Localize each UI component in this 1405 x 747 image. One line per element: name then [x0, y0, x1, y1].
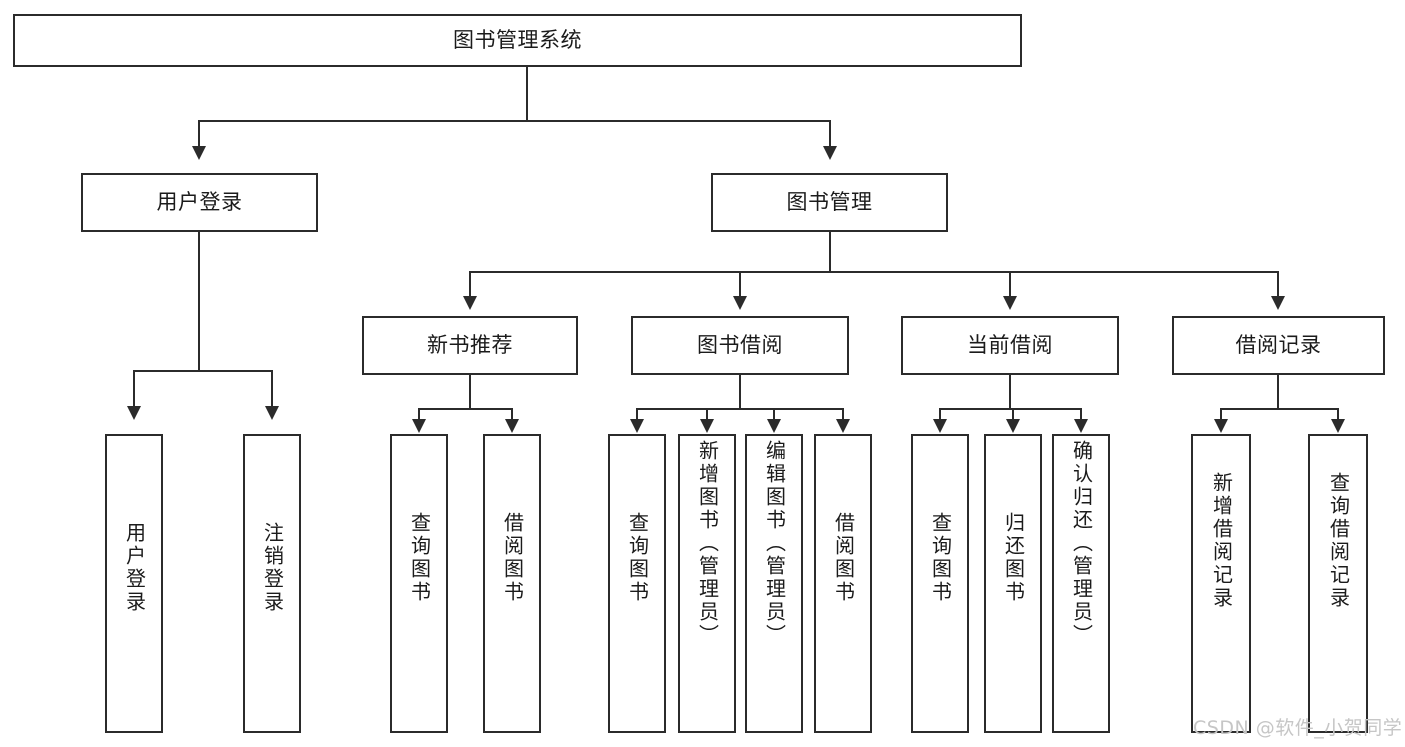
node-new-book-recommend[interactable]: 新书推荐	[362, 316, 578, 375]
connector-current-borrow-stem	[1009, 375, 1011, 409]
node-root-system[interactable]: 图书管理系统	[13, 14, 1022, 67]
connector-user-login-drop-1	[133, 370, 135, 408]
connector-br-drop-1	[1220, 408, 1222, 422]
connector-new-book-rec-stem	[469, 375, 471, 409]
leaf-query-book-current[interactable]: 查询图书	[911, 434, 969, 733]
leaf-user-login[interactable]: 用户登录	[105, 434, 163, 733]
node-label: 新书推荐	[427, 333, 513, 358]
connector-user-login-bus	[133, 370, 272, 372]
node-user-login[interactable]: 用户登录	[81, 173, 318, 232]
arrowhead-leaf-query-book-1	[412, 419, 426, 433]
leaf-query-book-new-rec[interactable]: 查询图书	[390, 434, 448, 733]
connector-nbr-drop-2	[511, 408, 513, 422]
connector-cb-drop-3	[1080, 408, 1082, 422]
arrowhead-leaf-add-book	[700, 419, 714, 433]
node-label: 借阅记录	[1235, 333, 1322, 358]
connector-bb-drop-4	[842, 408, 844, 422]
leaf-add-book-admin[interactable]: 新增图书（管理员）	[678, 434, 736, 733]
connector-user-login-drop-2	[271, 370, 273, 408]
node-label: 确认归还（管理员）	[1069, 440, 1094, 647]
arrowhead-book-borrow	[733, 296, 747, 310]
node-label: 归还图书	[1001, 512, 1026, 604]
node-label: 用户登录	[156, 190, 243, 215]
arrowhead-leaf-user-login	[127, 406, 141, 420]
leaf-confirm-return-admin[interactable]: 确认归还（管理员）	[1052, 434, 1110, 733]
arrowhead-leaf-return-book	[1006, 419, 1020, 433]
connector-user-login-stem	[198, 232, 200, 371]
connector-nbr-drop-1	[418, 408, 420, 422]
arrowhead-leaf-query-book-2	[630, 419, 644, 433]
connector-cb-drop-1	[939, 408, 941, 422]
leaf-add-borrow-record[interactable]: 新增借阅记录	[1191, 434, 1251, 733]
connector-borrow-record-stem	[1277, 375, 1279, 409]
arrowhead-leaf-borrow-book-1	[505, 419, 519, 433]
leaf-return-book[interactable]: 归还图书	[984, 434, 1042, 733]
leaf-query-borrow-record[interactable]: 查询借阅记录	[1308, 434, 1368, 733]
connector-book-borrow-stem	[739, 375, 741, 409]
connector-bm-drop-1	[469, 271, 471, 299]
arrowhead-user-login	[192, 146, 206, 160]
connector-bb-drop-3	[773, 408, 775, 422]
csdn-watermark: CSDN @软件_小贺同学	[1193, 717, 1403, 739]
leaf-user-logout[interactable]: 注销登录	[243, 434, 301, 733]
node-label: 当前借阅	[967, 333, 1053, 358]
arrowhead-leaf-confirm-return	[1074, 419, 1088, 433]
node-label: 查询借阅记录	[1326, 472, 1351, 610]
connector-bb-drop-2	[706, 408, 708, 422]
node-label: 用户登录	[122, 522, 147, 614]
connector-root-stem	[526, 67, 528, 121]
connector-root-to-book-manage	[829, 120, 831, 149]
node-label: 查询图书	[928, 512, 953, 604]
leaf-query-book-borrow[interactable]: 查询图书	[608, 434, 666, 733]
arrowhead-leaf-edit-book	[767, 419, 781, 433]
node-current-borrow[interactable]: 当前借阅	[901, 316, 1119, 375]
node-label: 借阅图书	[500, 512, 525, 604]
arrowhead-leaf-user-logout	[265, 406, 279, 420]
node-label: 借阅图书	[831, 512, 856, 604]
node-label: 查询图书	[625, 512, 650, 604]
node-label: 编辑图书（管理员）	[762, 440, 787, 647]
connector-book-borrow-bus	[636, 408, 843, 410]
connector-new-book-rec-bus	[418, 408, 513, 410]
arrowhead-leaf-borrow-book-2	[836, 419, 850, 433]
connector-bm-drop-4	[1277, 271, 1279, 299]
leaf-borrow-book-new-rec[interactable]: 借阅图书	[483, 434, 541, 733]
connector-borrow-record-bus	[1220, 408, 1338, 410]
node-label: 新增图书（管理员）	[695, 440, 720, 647]
connector-bb-drop-1	[636, 408, 638, 422]
node-borrow-record[interactable]: 借阅记录	[1172, 316, 1385, 375]
node-label: 图书管理	[786, 190, 873, 215]
arrowhead-borrow-record	[1271, 296, 1285, 310]
connector-cb-drop-2	[1012, 408, 1014, 422]
connector-br-drop-2	[1337, 408, 1339, 422]
node-label: 注销登录	[260, 522, 285, 614]
arrowhead-leaf-add-record	[1214, 419, 1228, 433]
node-label: 新增借阅记录	[1209, 472, 1234, 610]
leaf-borrow-book-borrow[interactable]: 借阅图书	[814, 434, 872, 733]
connector-book-manage-bus	[469, 271, 1279, 273]
arrowhead-new-book-rec	[463, 296, 477, 310]
node-label: 图书借阅	[697, 333, 783, 358]
leaf-edit-book-admin[interactable]: 编辑图书（管理员）	[745, 434, 803, 733]
connector-book-manage-stem	[829, 232, 831, 272]
connector-root-to-user-login	[198, 120, 200, 149]
node-book-manage[interactable]: 图书管理	[711, 173, 948, 232]
connector-current-borrow-bus	[939, 408, 1081, 410]
node-label: 图书管理系统	[453, 28, 582, 53]
arrowhead-book-manage	[823, 146, 837, 160]
connector-root-bus	[198, 120, 830, 122]
node-label: 查询图书	[407, 512, 432, 604]
node-book-borrow[interactable]: 图书借阅	[631, 316, 849, 375]
arrowhead-leaf-query-record	[1331, 419, 1345, 433]
connector-bm-drop-2	[739, 271, 741, 299]
connector-bm-drop-3	[1009, 271, 1011, 299]
arrowhead-leaf-query-book-3	[933, 419, 947, 433]
arrowhead-current-borrow	[1003, 296, 1017, 310]
